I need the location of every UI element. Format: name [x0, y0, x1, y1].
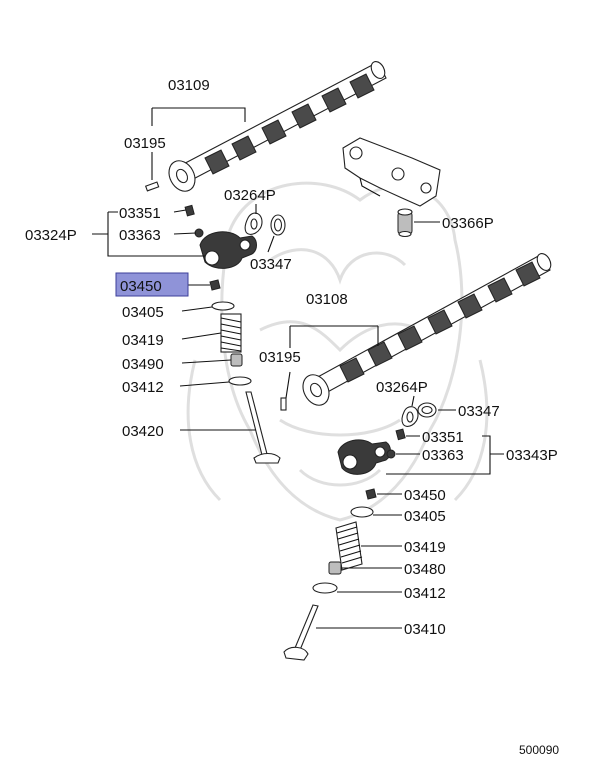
label-lower-valve[interactable]: 03410: [404, 621, 446, 638]
label-upper-o-ring[interactable]: 03347: [250, 256, 292, 273]
label-lower-spring-retainer[interactable]: 03405: [404, 508, 446, 525]
upper-camshaft: [168, 61, 387, 192]
upper-lifter-assembly: [199, 231, 257, 269]
upper-valve-part: [245, 391, 281, 464]
leader-lines: [92, 107, 504, 629]
label-upper-valve-spring[interactable]: 03419: [122, 332, 164, 349]
label-upper-pin[interactable]: 03195: [124, 135, 166, 152]
label-lower-pin[interactable]: 03195: [259, 349, 301, 366]
diagram-code: 500090: [519, 743, 559, 757]
label-upper-assembly[interactable]: 03324P: [25, 227, 77, 244]
lower-nut-part: [386, 449, 396, 459]
lower-retainer-lock-part: [365, 488, 377, 500]
label-lower-nut[interactable]: 03363: [422, 447, 464, 464]
upper-retainer-lock-part: [209, 279, 221, 291]
highlight-box: [115, 272, 189, 297]
label-lower-bolt[interactable]: 03351: [422, 429, 464, 446]
upper-valve-spring-part: [220, 313, 242, 353]
lower-pin-part: [280, 397, 287, 411]
lower-spring-seat-part: [312, 582, 338, 594]
lower-seal-part: [328, 561, 342, 575]
lower-bolt-part: [395, 428, 406, 441]
upper-spring-seat-part: [228, 376, 252, 386]
label-upper-valve[interactable]: 03420: [122, 423, 164, 440]
label-upper-seal-pack[interactable]: 03264P: [224, 187, 276, 204]
label-upper-seal[interactable]: 03490: [122, 356, 164, 373]
lower-camshaft: [302, 253, 552, 406]
label-bracket-plug[interactable]: 03366P: [442, 215, 494, 232]
label-lower-assembly[interactable]: 03343P: [506, 447, 558, 464]
upper-spring-retainer-part: [211, 301, 235, 311]
upper-pin-part: [144, 181, 160, 192]
lower-valve-spring-part: [335, 521, 363, 571]
label-upper-nut[interactable]: 03363: [119, 227, 161, 244]
lower-spring-retainer-part: [350, 506, 374, 518]
label-lower-seal-pack[interactable]: 03264P: [376, 379, 428, 396]
label-lower-seal[interactable]: 03480: [404, 561, 446, 578]
label-lower-retainer-lock[interactable]: 03450: [404, 487, 446, 504]
label-upper-retainer-lock[interactable]: 03450: [120, 278, 162, 295]
lower-lifter-assembly: [337, 439, 391, 475]
bracket-part: [342, 137, 441, 207]
label-upper-spring-retainer[interactable]: 03405: [122, 304, 164, 321]
upper-nut-part: [194, 228, 204, 238]
lower-valve-part: [283, 604, 319, 661]
label-upper-bolt[interactable]: 03351: [119, 205, 161, 222]
label-lower-o-ring[interactable]: 03347: [458, 403, 500, 420]
label-upper-camshaft[interactable]: 03109: [168, 77, 210, 94]
label-lower-valve-spring[interactable]: 03419: [404, 539, 446, 556]
label-upper-spring-seat[interactable]: 03412: [122, 379, 164, 396]
upper-bolt-part: [184, 204, 195, 217]
bracket-plug-part: [397, 208, 413, 238]
label-lower-camshaft[interactable]: 03108: [306, 291, 348, 308]
watermark-emblem: [186, 181, 489, 522]
upper-seal-part: [230, 353, 243, 367]
label-lower-spring-seat[interactable]: 03412: [404, 585, 446, 602]
